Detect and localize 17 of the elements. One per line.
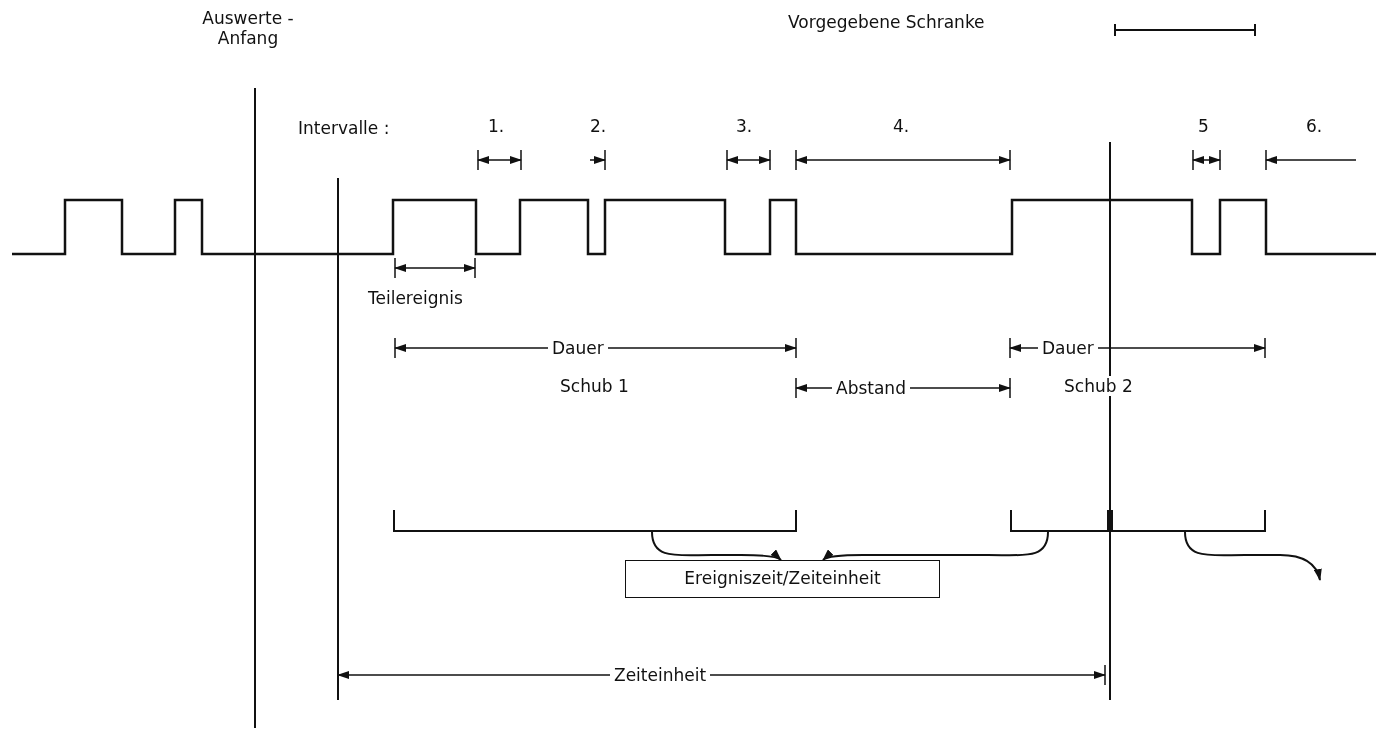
result-box: Ereigniszeit/Zeiteinheit xyxy=(625,560,940,598)
bracket xyxy=(393,510,797,532)
bracket xyxy=(1010,510,1266,532)
dimension-label: Teilereignis xyxy=(368,288,463,308)
axis-label: Intervalle : xyxy=(298,118,390,138)
interval-number: 2. xyxy=(590,116,607,136)
interval-number: 5 xyxy=(1198,116,1209,136)
interval-number: 6. xyxy=(1306,116,1323,136)
legend-label: Vorgegebene Schranke xyxy=(788,12,985,32)
dimension-label: Schub 1 xyxy=(560,376,629,396)
arrow xyxy=(651,531,782,561)
arrow xyxy=(822,531,1049,561)
arrow xyxy=(1184,531,1322,581)
interval-number: 3. xyxy=(736,116,753,136)
interval-number: 1. xyxy=(488,116,505,136)
axis-label: Auswerte - Anfang xyxy=(201,8,295,48)
interval-number: 4. xyxy=(893,116,910,136)
